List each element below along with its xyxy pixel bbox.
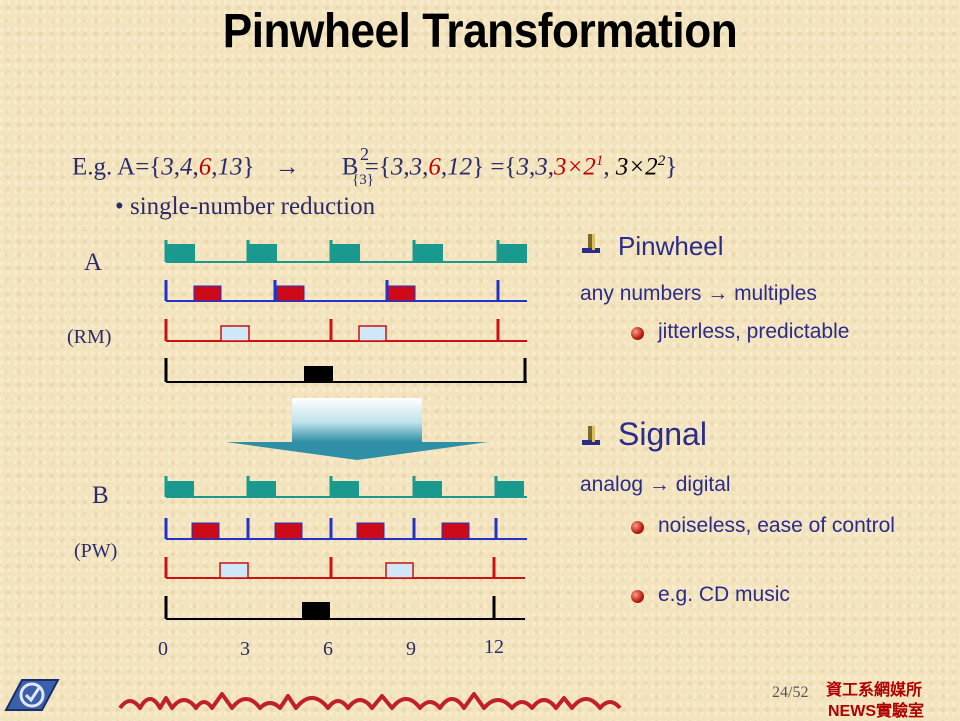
signal-sub1: noiseless, ease of control [658,514,895,537]
label-rm: (RM) [67,326,112,348]
arrow-annotation-top: 2 [360,144,369,164]
tick-0: 0 [158,638,168,660]
signal-heading: Signal [618,416,707,452]
a-black-row [164,358,527,383]
arrow-icon: → [274,153,300,181]
a-blue-row [164,280,527,302]
tick-12: 12 [484,636,504,658]
tick-3: 3 [240,638,250,660]
a-val-1: 3 [161,153,174,181]
tick-9: 9 [406,638,416,660]
a-val-3: 6 [198,153,212,181]
tick-6: 6 [323,638,333,660]
pinwheel-bullet-icon [582,234,600,253]
c-val-1: 3 [516,153,529,181]
c-exp-1: 1 [595,153,604,169]
c-val-2: 3 [535,153,548,181]
reduction-bullet: • single-number reduction [115,193,376,220]
a-teal-row [164,240,527,263]
label-pw: (PW) [74,540,118,562]
footer-decoration [4,679,622,711]
signal-bullet-icon [582,426,600,445]
arrow-annotation-bottom: {3} [352,172,374,188]
signal-sub1-bullet-icon [631,521,644,534]
logo-icon [4,679,60,711]
page-title: Pinwheel Transformation [222,5,738,58]
b-val-1: 3 [390,153,404,181]
b-val-3: 6 [428,153,441,181]
label-a: A [84,249,103,276]
signal-sub2: e.g. CD music [658,583,790,606]
c-val-4: 3×2 [615,153,658,181]
footer-department: 資工系網媒所 [826,682,923,699]
a-val-4: 13 [217,153,243,181]
pinwheel-line: any numbers → multiples [580,282,817,305]
b-blue-row [164,518,527,540]
pinwheel-sub-bullet-icon [631,327,644,340]
b-val-2: 3 [409,153,423,181]
c-exp-2: 2 [657,153,666,169]
b-teal-row [164,476,527,498]
b-red-row [164,557,525,579]
page-number: 24/52 [772,684,809,701]
c-val-3: 3×2 [553,153,596,181]
a-val-2: 4 [180,153,193,181]
footer-lab: NEWS實驗室 [828,703,925,720]
signal-line: analog → digital [580,473,731,496]
transform-arrow [226,398,488,460]
example-line: E.g. A={3,4,6,13} →B ={3,3,6,12} ={3,3,3… [72,153,678,181]
pinwheel-sub: jitterless, predictable [658,320,850,343]
pinwheel-heading: Pinwheel [618,231,724,261]
signal-sub2-bullet-icon [631,590,644,603]
label-b: B [92,482,109,509]
a-red-row [164,319,527,342]
b-val-4: 12 [447,153,473,181]
b-black-row [164,596,525,620]
